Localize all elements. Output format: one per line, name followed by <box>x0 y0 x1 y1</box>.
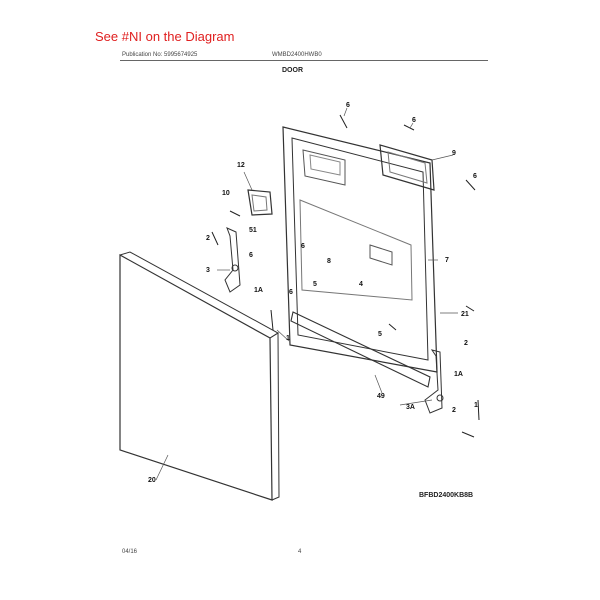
callout-6: 6 <box>301 243 305 250</box>
model-number: WMBD2400HWB0 <box>272 52 322 58</box>
callout-6: 6 <box>412 117 416 124</box>
right-hinge <box>424 349 443 414</box>
callout-10: 10 <box>222 190 230 197</box>
callout-2: 2 <box>464 340 468 347</box>
callout-5: 5 <box>378 331 382 338</box>
callout-6: 6 <box>473 173 477 180</box>
callout-21: 21 <box>461 311 469 318</box>
section-title: DOOR <box>282 67 303 74</box>
footer-date: 04/16 <box>122 549 138 555</box>
header-rule <box>120 60 488 61</box>
left-hinge <box>224 227 241 293</box>
publication-number: Publication No: 5995674925 <box>122 52 198 58</box>
callout-51: 51 <box>249 227 257 234</box>
callout-1: 1 <box>474 402 478 409</box>
callout-2: 2 <box>452 407 456 414</box>
page-number: 4 <box>298 549 302 555</box>
callout-6: 6 <box>289 289 293 296</box>
callout-4: 4 <box>359 281 363 288</box>
callout-1A: 1A <box>454 371 463 378</box>
callout-3A: 3A <box>406 404 415 411</box>
inner-door-panel <box>282 126 438 373</box>
callout-49: 49 <box>377 393 385 400</box>
callout-1: 1 <box>286 335 290 342</box>
callout-7: 7 <box>445 257 449 264</box>
callout-3: 3 <box>206 267 210 274</box>
callout-20: 20 <box>148 477 156 484</box>
callout-1A: 1A <box>254 287 263 294</box>
door-latch <box>247 189 273 216</box>
callout-8: 8 <box>327 258 331 265</box>
callout-5: 5 <box>313 281 317 288</box>
door-gasket <box>290 311 431 388</box>
outer-door-panel <box>119 253 273 501</box>
callout-6: 6 <box>346 102 350 109</box>
callout-6: 6 <box>249 252 253 259</box>
callout-9: 9 <box>452 150 456 157</box>
detergent-dispenser <box>379 144 435 191</box>
callout-2: 2 <box>206 235 210 242</box>
drawing-number: BFBD2400KB8B <box>419 492 474 499</box>
callout-12: 12 <box>237 162 245 169</box>
diagram-note-banner: See #NI on the Diagram <box>95 29 235 44</box>
